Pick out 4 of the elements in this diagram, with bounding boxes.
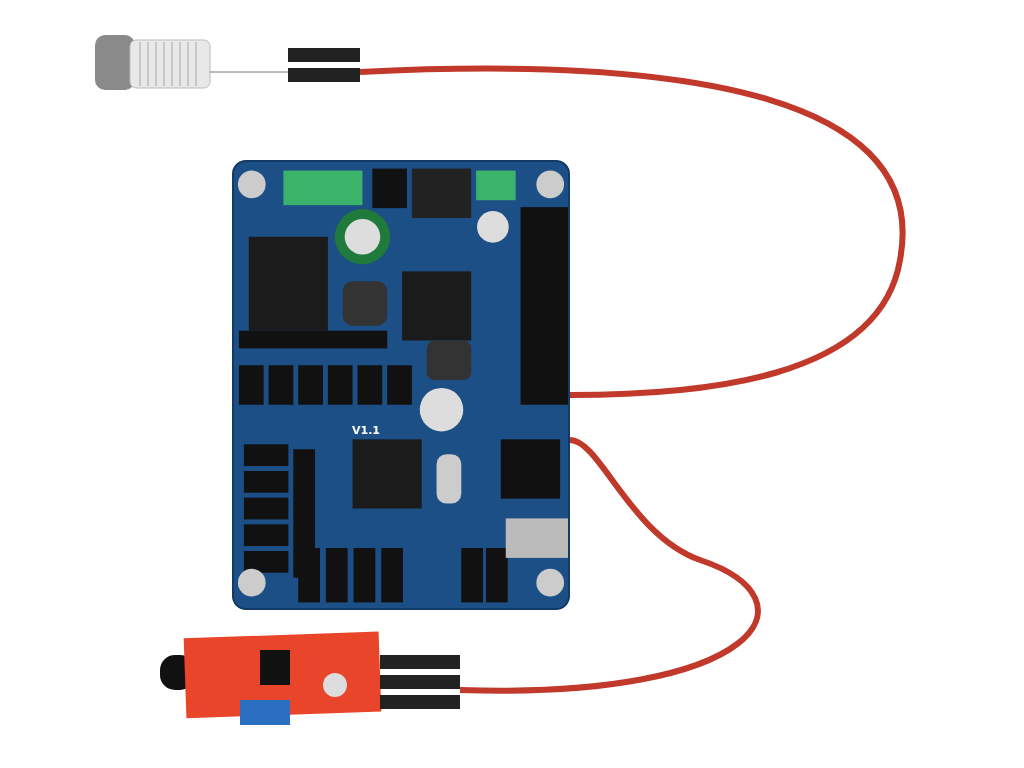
sensor-module-drawing — [160, 630, 460, 725]
version-label: V1.1 — [352, 424, 380, 437]
wire — [460, 437, 761, 694]
wire — [359, 65, 906, 398]
